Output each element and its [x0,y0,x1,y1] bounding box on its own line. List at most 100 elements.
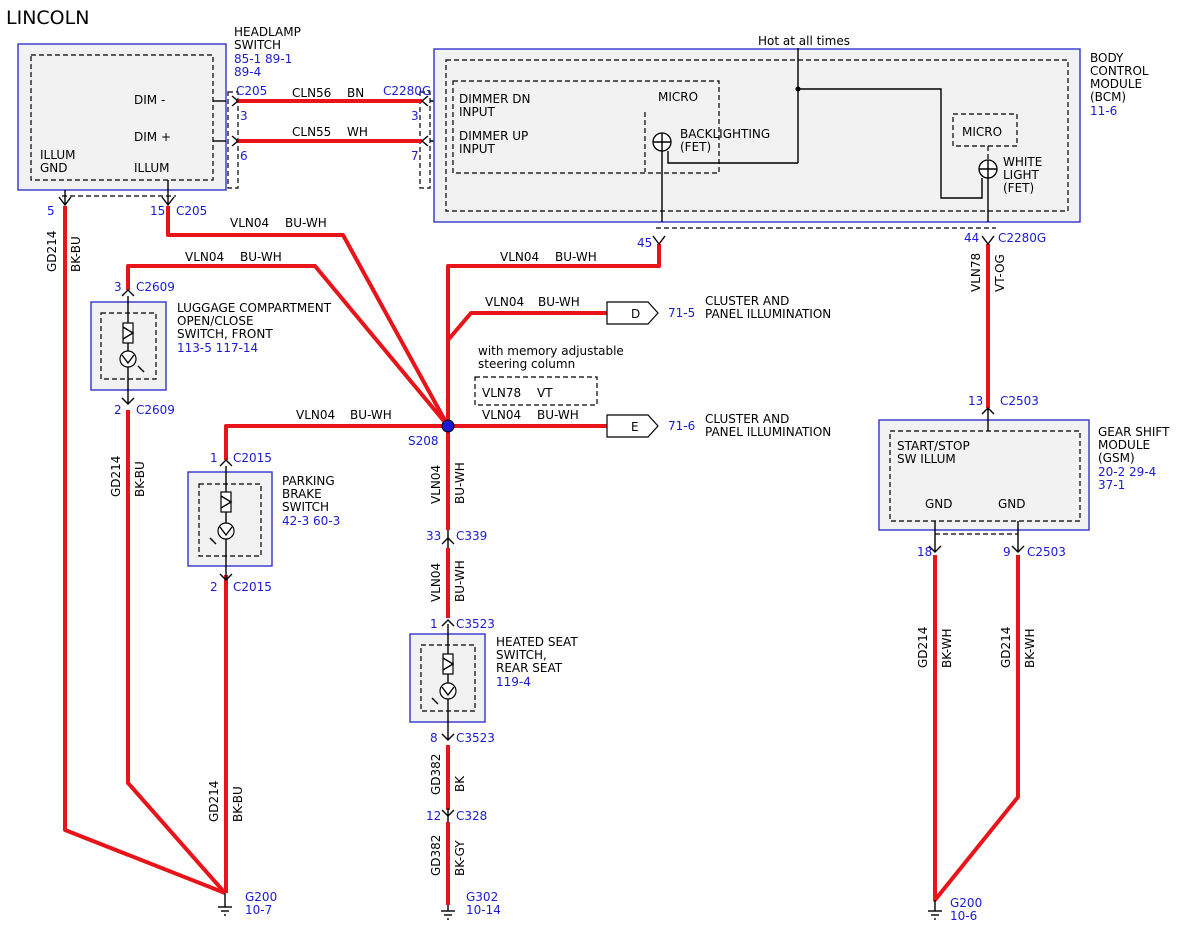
headlamp-switch-ref-1[interactable]: 85-1 89-1 [234,52,292,66]
luggage-conn-bot[interactable]: C2609 [136,403,175,417]
backlighting-label-1: BACKLIGHTING [680,127,770,141]
wire-label-vtog: VT-OG [993,254,1007,292]
bcm-ref[interactable]: 11-6 [1090,104,1117,118]
g200-left-name: G200 [245,890,277,904]
memory-note-1: with memory adjustable [478,344,624,358]
headlamp-switch-name-1: HEADLAMP [234,25,301,39]
wire-label-bkbu-3: BK-BU [231,786,245,822]
luggage-name-1: LUGGAGE COMPARTMENT [177,301,332,315]
bcm-pin-44-terminal [981,235,995,246]
white-light-label-2: LIGHT [1003,168,1040,182]
body-control-module: DIMMER DN INPUT DIMMER UP INPUT MICRO BA… [433,34,1081,223]
gsm-pin-18: 18 [917,545,932,559]
illum-gnd-label-1: ILLUM [40,148,75,162]
g200-left-ref[interactable]: 10-7 [245,903,272,917]
parking-conn-top[interactable]: C2015 [233,451,272,465]
gsm-refs-1[interactable]: 20-2 29-4 [1098,465,1156,479]
illum-gnd-label-2: GND [40,161,68,175]
wire-label-vln04-8: VLN04 [429,563,443,602]
backlighting-label-2: (FET) [680,140,711,154]
wire-vln04-cluster-d [446,311,607,342]
dim-minus-label: DIM - [134,93,165,107]
gsm-gnd-1: GND [925,497,953,511]
dimmer-up-label-2: INPUT [459,142,496,156]
wire-label-bkgy: BK-GY [453,840,467,876]
pin-15-conn[interactable]: C205 [176,204,207,218]
white-light-label-3: (FET) [1003,181,1034,195]
wire-label-bkbu-2: BK-BU [133,461,147,497]
parking-conn-bot[interactable]: C2015 [233,580,272,594]
heated-seat-conn-top[interactable]: C3523 [456,617,495,631]
cluster-e-letter: E [631,420,639,434]
c205-conn-label[interactable]: C205 [236,84,267,98]
micro-label-1: MICRO [658,90,698,104]
memory-vt: VT [537,386,553,400]
wire-label-bkwh-2: BK-WH [1023,628,1037,668]
heated-seat-pin-top: 1 [430,617,438,631]
dimmer-up-label-1: DIMMER UP [459,129,528,143]
headlamp-switch-ref-2[interactable]: 89-4 [234,65,261,79]
wire-label-gd382-2: GD382 [429,835,443,876]
heated-seat-resistor-icon [442,653,454,675]
g302-ref[interactable]: 10-14 [466,903,501,917]
heated-seat-name-2: SWITCH, [496,648,547,662]
gsm-conn-bot[interactable]: C2503 [1027,545,1066,559]
luggage-top-terminal [121,289,135,297]
gsm-name-3: (GSM) [1098,451,1135,465]
c328-conn[interactable]: C328 [456,809,487,823]
luggage-conn-top[interactable]: C2609 [136,280,175,294]
wire-label-vln04-5: VLN04 [296,408,335,422]
parking-bot-terminal [219,573,233,581]
luggage-pin-top: 3 [114,280,122,294]
luggage-resistor-icon [122,322,134,344]
cluster-d-ref[interactable]: 71-5 [668,306,695,320]
wire-label-gd214-3: GD214 [207,781,221,822]
luggage-bot-terminal [121,397,135,405]
gsm-refs-2[interactable]: 37-1 [1098,478,1125,492]
splice-s208 [441,419,455,433]
wire-gd214-left [63,206,226,895]
page-title: LINCOLN [6,7,89,29]
c339-conn[interactable]: C339 [456,529,487,543]
wire-label-bkwh-1: BK-WH [940,628,954,668]
parking-lamp-icon [217,522,235,540]
g200-right-name: G200 [950,896,982,910]
memory-vln78: VLN78 [482,386,521,400]
wire-vln04-bcm [446,244,661,426]
gsm-start-stop-1: START/STOP [897,439,970,453]
bcm-pin-44-conn[interactable]: C2280G [998,231,1046,245]
wire-label-buwh-1: BU-WH [285,216,327,230]
gear-shift-module: START/STOP SW ILLUM GND GND [878,408,1090,552]
wire-label-bk: BK [453,775,467,792]
wire-label-buwh-2: BU-WH [240,250,282,264]
luggage-refs[interactable]: 113-5 117-14 [177,341,258,355]
heated-seat-ref[interactable]: 119-4 [496,675,531,689]
heated-seat-conn-bot[interactable]: C3523 [456,731,495,745]
wire-gd214-gsm [933,555,1020,902]
parking-resistor-icon [220,491,232,513]
pin-15-label: 15 [150,204,165,218]
parking-name-1: PARKING [282,474,335,488]
cluster-e-ref[interactable]: 71-6 [668,419,695,433]
wire-label-vln04-7: VLN04 [429,465,443,504]
wire-label-bkbu-1: BK-BU [69,236,83,272]
bcm-pin-44: 44 [964,231,979,245]
micro-label-2: MICRO [962,125,1002,139]
heated-seat-bot-terminal [441,733,455,741]
c2280g-conn-label[interactable]: C2280G [383,84,431,98]
ground-g302-icon [441,905,455,920]
headlamp-switch: DIM - DIM + ILLUM GND ILLUM [17,43,227,191]
hot-at-all-times-label: Hot at all times [758,34,850,48]
wire-vln04-headlamp [166,206,450,427]
wire-label-gd214-5: GD214 [999,627,1013,668]
gsm-pin-18-terminal [928,545,942,553]
heated-seat-name-3: REAR SEAT [496,661,563,675]
parking-refs[interactable]: 42-3 60-3 [282,514,340,528]
cluster-e-label-2: PANEL ILLUMINATION [705,425,831,439]
cluster-d-label-2: PANEL ILLUMINATION [705,307,831,321]
gsm-conn-top[interactable]: C2503 [1000,394,1039,408]
c205-terminal-3 [231,95,240,107]
c328-pin: 12 [426,809,441,823]
g200-right-ref[interactable]: 10-6 [950,909,977,923]
